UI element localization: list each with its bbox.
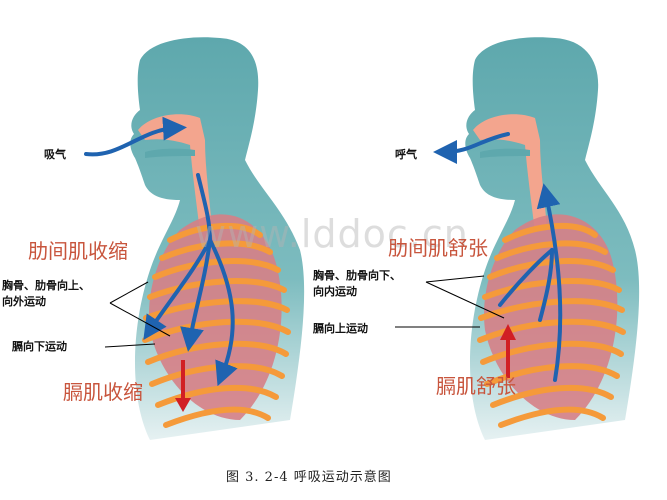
inhale-pointer-lines (104, 281, 171, 348)
inhale-intercostal-label: 肋间肌收缩 (28, 239, 128, 263)
air-flow-arrows-icon (433, 132, 563, 382)
airway-icon (473, 114, 547, 232)
watermark: www.lddoc.cn (195, 212, 469, 256)
inhale-ribs-label-line1: 胸骨、肋骨向上、 (2, 279, 90, 292)
exhale-ribs-label-line2: 向内运动 (313, 285, 357, 298)
exhale-air-label: 呼气 (395, 148, 417, 161)
diaphragm-down-arrow-icon (175, 360, 191, 412)
figure-caption: 图 3. 2-4 呼吸运动示意图 (226, 470, 392, 485)
inhale-figure (84, 37, 305, 440)
airway-icon (138, 114, 212, 232)
exhale-figure (395, 37, 640, 440)
exhale-ribs-label-line1: 胸骨、肋骨向下、 (313, 269, 401, 282)
inhale-diaphragm-label: 膈肌收缩 (63, 380, 143, 404)
exhale-intercostal-label: 肋间肌舒张 (388, 236, 488, 260)
air-flow-arrows-icon (84, 116, 238, 387)
inhale-air-label: 吸气 (44, 148, 66, 161)
inhale-diaphragm-motion-label: 膈向下运动 (12, 340, 67, 353)
inhale-ribs-label-line2: 向外运动 (2, 295, 46, 308)
exhale-diaphragm-motion-label: 膈向上运动 (313, 322, 368, 335)
exhale-pointer-lines (395, 275, 505, 328)
exhale-diaphragm-label: 膈肌舒张 (436, 374, 516, 398)
diaphragm-up-arrow-icon (500, 324, 516, 378)
